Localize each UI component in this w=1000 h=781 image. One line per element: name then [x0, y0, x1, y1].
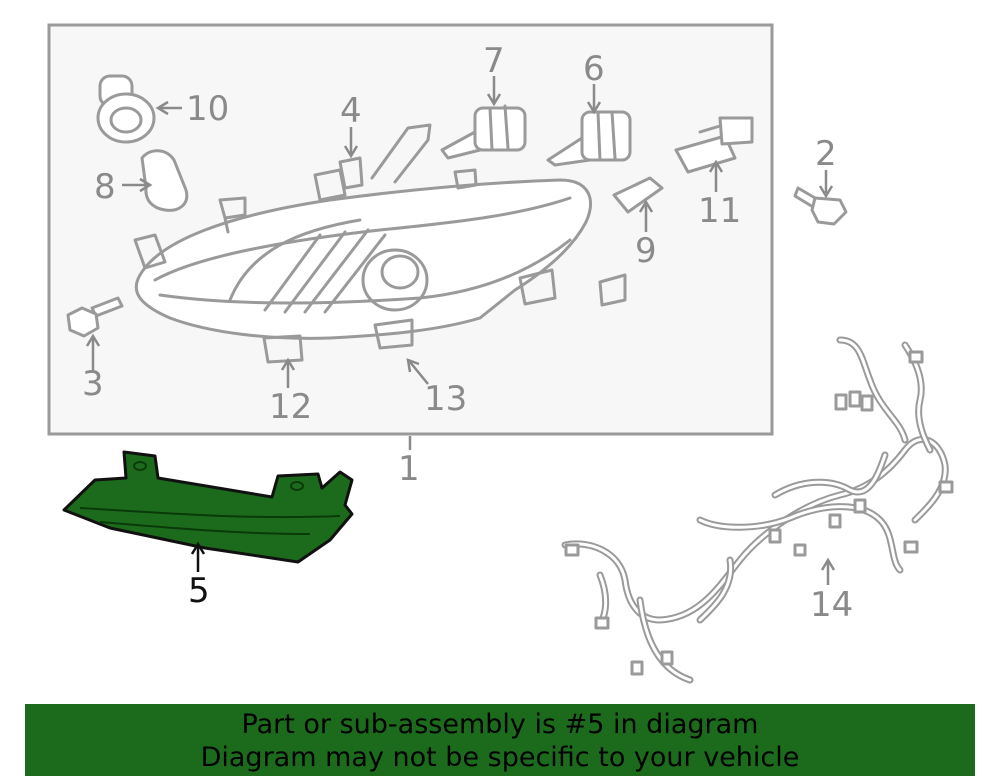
callout-3: 3	[82, 364, 104, 404]
callout-5: 5	[188, 571, 210, 611]
callout-8: 8	[94, 167, 116, 207]
callout-12: 12	[269, 387, 312, 427]
banner-line-2: Diagram may not be specific to your vehi…	[200, 742, 800, 773]
bulb-6	[546, 110, 632, 167]
bolt-3	[66, 296, 124, 338]
callout-6: 6	[583, 49, 605, 89]
callout-13: 13	[424, 379, 467, 419]
bulb-7	[440, 104, 527, 160]
info-banner: Part or sub-assembly is #5 in diagram Di…	[25, 704, 975, 776]
callout-14: 14	[810, 585, 853, 625]
leader-lines	[85, 76, 836, 585]
callout-7: 7	[483, 41, 505, 81]
part-5-highlighted	[62, 450, 354, 564]
callout-11: 11	[698, 191, 741, 231]
bolt-2	[793, 186, 848, 226]
bulb-9	[612, 176, 664, 214]
socket-11	[674, 116, 754, 174]
headlamp-housing	[133, 123, 627, 364]
callout-2: 2	[815, 134, 837, 174]
callout-10: 10	[186, 89, 229, 129]
bulb-8	[140, 149, 189, 212]
callout-4: 4	[340, 91, 362, 131]
bulb-10	[96, 74, 156, 144]
wiring-harness-14	[561, 336, 954, 684]
banner-line-1: Part or sub-assembly is #5 in diagram	[241, 709, 759, 740]
callout-9: 9	[635, 231, 657, 271]
callout-1: 1	[398, 449, 420, 489]
